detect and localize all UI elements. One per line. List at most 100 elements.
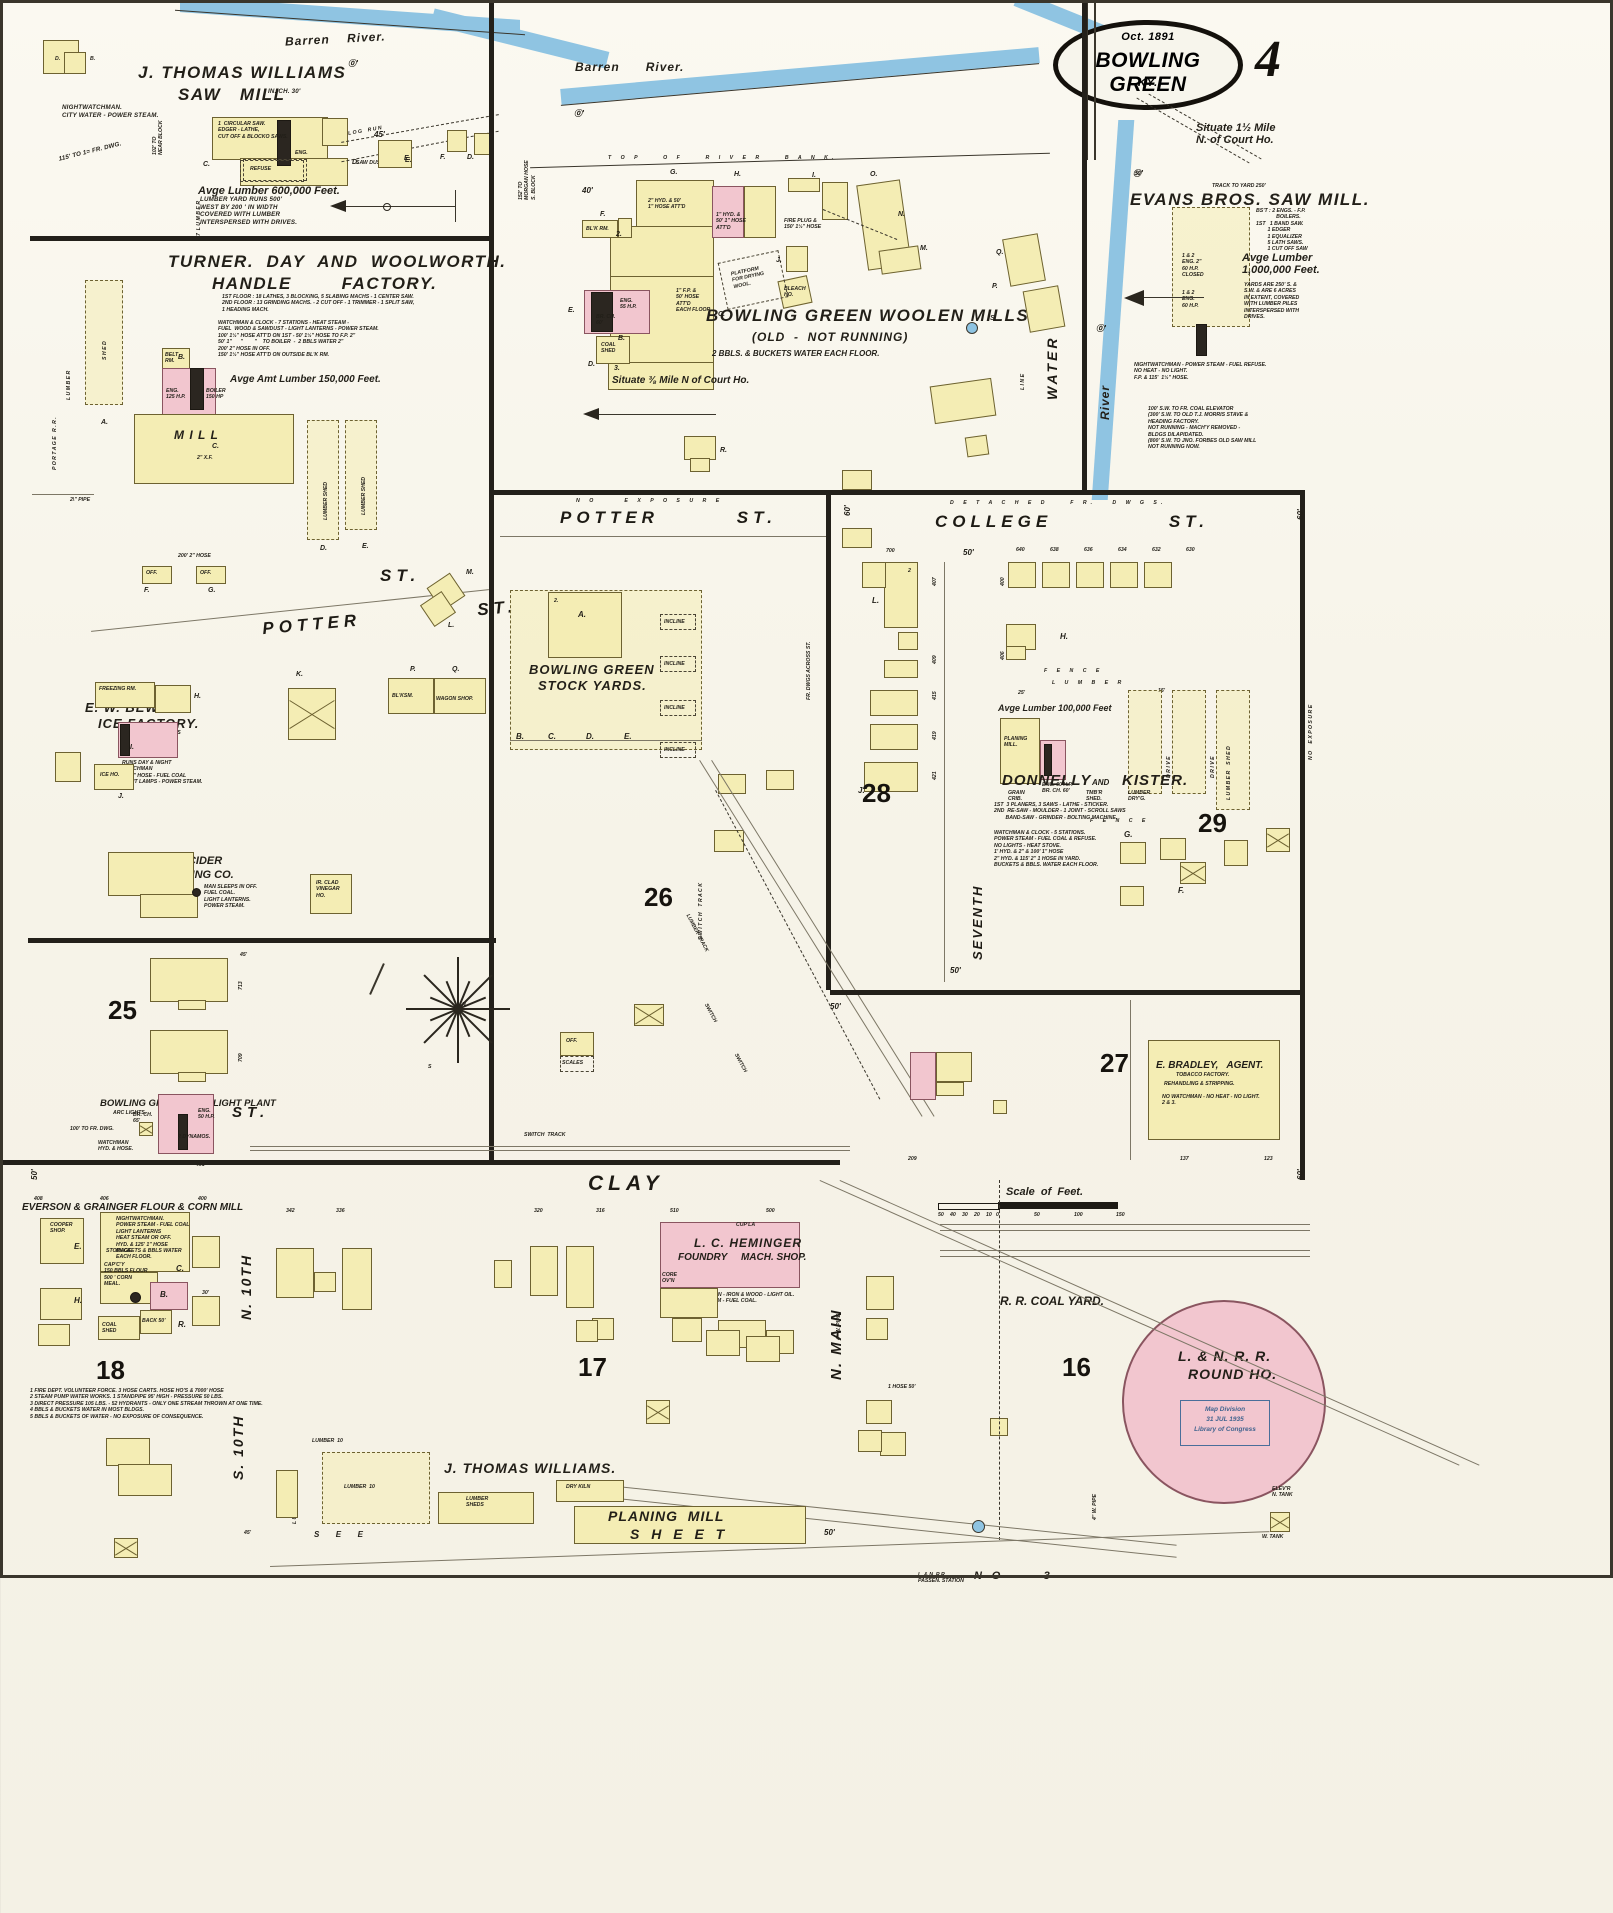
fr-dwgs-across-st-1: FR. DWGS ACROSS ST. (806, 641, 812, 700)
scale-tick-0: 0 (996, 1212, 999, 1218)
xo-mark-sy (635, 1005, 663, 1025)
frame-edge-left (0, 0, 3, 1578)
turner-avge: Avge Amt Lumber 150,000 Feet. (230, 374, 381, 385)
dk-lumber-shed-label: L U M B E R S H E D (1226, 746, 1232, 800)
college-50ft: 50' (963, 548, 974, 557)
compass-rose (404, 955, 512, 1063)
bldg-drykiln (556, 1480, 624, 1502)
college-num-634: 634 (1118, 547, 1127, 553)
scales-label-sy: SCALES (562, 1060, 584, 1066)
num-25-1: 45' (240, 952, 248, 958)
evans-equipment: BS'T : 2 ENGS. - F.P. BOILERS. 1ST 1 BAN… (1256, 208, 1308, 253)
street-27-top (830, 990, 1305, 995)
bldg-college-d4 (1110, 562, 1138, 588)
stockyards-2: 2. (554, 598, 559, 604)
stockyards-label-B: B. (516, 732, 524, 741)
bldg-bottom-18 (746, 1336, 780, 1362)
woolen-note: 2 BBLS. & BUCKETS WATER EACH FLOOR. (712, 349, 880, 358)
street-college-top (830, 490, 1305, 495)
block-number-25: 25 (108, 995, 137, 1025)
river-depth-e: ⓪' (1096, 324, 1106, 333)
bldg-bottom-sm4 (276, 1470, 298, 1518)
bradley-num-123: 123 (1264, 1156, 1273, 1162)
bldg-bewley-freezing (95, 682, 155, 708)
heminger-title1: L. C. HEMINGER (694, 1236, 803, 1250)
bewley-notes: RUNS DAY & NIGHT WATCHMAN 50' 1" HOSE - … (122, 760, 203, 786)
bldg-college-A (842, 528, 872, 548)
bldg-college-d1 (1008, 562, 1036, 588)
williams-sawmill-inch: IN. CH. 30' (268, 88, 301, 95)
bldg-dk-planing-mill (1000, 718, 1040, 784)
north-arrow-head-nw (330, 200, 346, 212)
evans-protection: NIGHTWATCHMAN - POWER STEAM - FUEL REFUS… (1134, 362, 1267, 381)
cartouche-pole-2 (1094, 0, 1096, 160)
williams-sawmill-title2: SAW MILL (178, 85, 286, 104)
bldg-bradley-main (1148, 1040, 1280, 1140)
dk-grain-crib: GRAIN CRIB. (1008, 790, 1025, 803)
bldg-cider-main (108, 852, 194, 896)
library-stamp: Map Division 31 JUL 1935 Library of Cong… (1180, 1400, 1270, 1446)
bldg-16-c (646, 1400, 670, 1424)
bldg-heminger-main (660, 1222, 800, 1288)
bldg-everson-sm3 (192, 1296, 220, 1326)
woolen-eng: ENG. 55 H.P. (620, 298, 637, 311)
north-arrow-line-nw (340, 206, 456, 208)
college-num-632: 632 (1152, 547, 1161, 553)
turner-lumber-v: L U M B E R (66, 370, 72, 400)
no-exposure-top: N O E X P O S U R E (576, 498, 724, 504)
north-arrow-tick-nw (455, 190, 457, 222)
dk-title-donnelly: DONNELLY (1002, 772, 1092, 789)
everson-label-B: B. (160, 1290, 168, 1299)
woolen-label-D: D. (588, 361, 595, 368)
college-fence: F E N C E (1044, 668, 1104, 674)
north-arrow-dot-nw (383, 203, 391, 211)
williams-lumber-shed-v: 7 L U M B E R (196, 200, 202, 236)
turner-eng-label: ENG. 125 H.P. (166, 388, 186, 401)
xo-mark-K (289, 689, 335, 739)
river-depth-w: ⓪' (348, 59, 358, 68)
college-label-H: H. (1060, 632, 1068, 641)
street-v-east-1 (826, 490, 831, 990)
street-clay (0, 1160, 840, 1165)
street-st-upper: ST. (380, 566, 421, 585)
hydrant-bottom-1 (972, 1520, 985, 1533)
clay-num-342: 342 (286, 1208, 295, 1214)
bldg-25-b-ext (178, 1072, 206, 1082)
bldg-bottom-sm1 (106, 1438, 150, 1466)
scale-label: Scale of Feet. (1006, 1186, 1084, 1198)
dk-tmbr-shed: TMB'R SHED. (1086, 790, 1103, 803)
bldg-everson-boilercirc (130, 1292, 141, 1303)
heminger-cupola: CUP'LA (736, 1222, 756, 1228)
cartouche-city: BOWLING GREEN (1095, 49, 1201, 96)
turner-label-G: G. (208, 587, 216, 594)
stockyards-title1: BOWLING GREEN (529, 662, 655, 677)
scale-tick-100: 100 (1074, 1212, 1083, 1218)
scale-tick-20: 20 (974, 1212, 980, 1218)
bewley-label-J: J. (118, 793, 124, 800)
bldg-27-yellow2 (936, 1082, 964, 1096)
bldg-williams-refuse-box (240, 160, 304, 182)
hose-note-16: 1 HOSE 50' (888, 1384, 916, 1390)
lnrr-passenger: L. & N. R.R. PASSEN. STATION (918, 1572, 964, 1585)
cider-notes: MAN SLEEPS IN OFF. FUEL COAL. LIGHT LANT… (204, 884, 258, 910)
bldg-williams-D (322, 118, 348, 146)
bldg-bewley-H (155, 685, 191, 713)
evans-yards: YARDS ARE 250' S. & S.W. & ARE 6 ACRES I… (1244, 282, 1300, 321)
block-number-17: 17 (578, 1352, 607, 1382)
bldg-turner-mill (134, 414, 294, 484)
pipe-4in-label: 4" W. PIPE (836, 1314, 842, 1340)
bldg-college-M2 (870, 690, 918, 716)
everson-num-400: 400 (198, 1196, 207, 1202)
potter-label-L: L. (448, 622, 455, 629)
bldg-college-small-1 (898, 632, 918, 650)
compass-n: N (462, 1002, 466, 1008)
college-num-406a: 406 (1000, 651, 1006, 660)
college-label-J: J. (858, 786, 865, 795)
evans-situate: Situate 1½ Mile N. of Court Ho. (1196, 122, 1276, 146)
bldg-turner-lumber-shed-a (85, 280, 123, 405)
dk-avge: Avge Lumber 100,000 Feet (998, 703, 1112, 713)
rail-lower-3 (940, 1250, 1310, 1251)
bldg-25-a-ext (178, 1000, 206, 1010)
clay-num-510: 510 (670, 1208, 679, 1214)
woolen-situate: Situate ⅜ Mile N of Court Ho. (612, 375, 750, 386)
